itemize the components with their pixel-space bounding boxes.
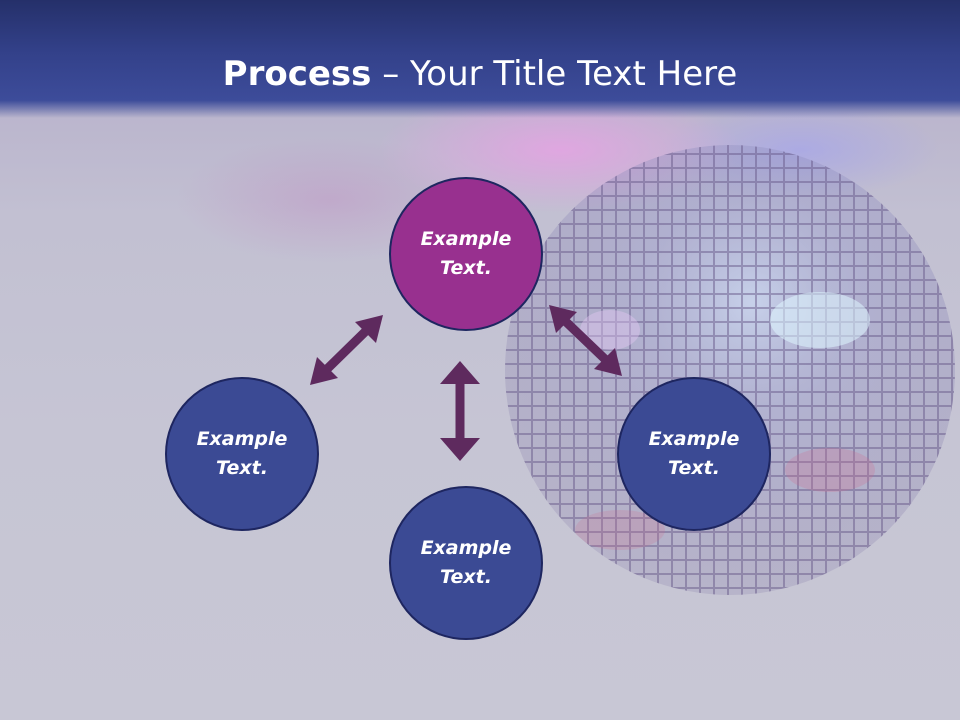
process-node-top[interactable]: Example Text. xyxy=(389,177,543,331)
arrow-top-left xyxy=(310,315,383,385)
process-node-bottom[interactable]: Example Text. xyxy=(389,486,543,640)
node-label: Example Text. xyxy=(648,428,740,479)
node-label: Example Text. xyxy=(420,537,512,588)
title-bar xyxy=(0,0,960,118)
slide-title: Process – Your Title Text Here xyxy=(0,52,960,96)
title-bold: Process xyxy=(222,54,372,94)
title-separator: – xyxy=(371,54,411,94)
process-node-left[interactable]: Example Text. xyxy=(165,377,319,531)
process-node-right[interactable]: Example Text. xyxy=(617,377,771,531)
title-rest: Your Title Text Here xyxy=(410,54,738,94)
node-label: Example Text. xyxy=(420,228,512,279)
arrow-top-right xyxy=(549,305,622,376)
arrow-vertical xyxy=(440,361,480,461)
node-label: Example Text. xyxy=(196,428,288,479)
